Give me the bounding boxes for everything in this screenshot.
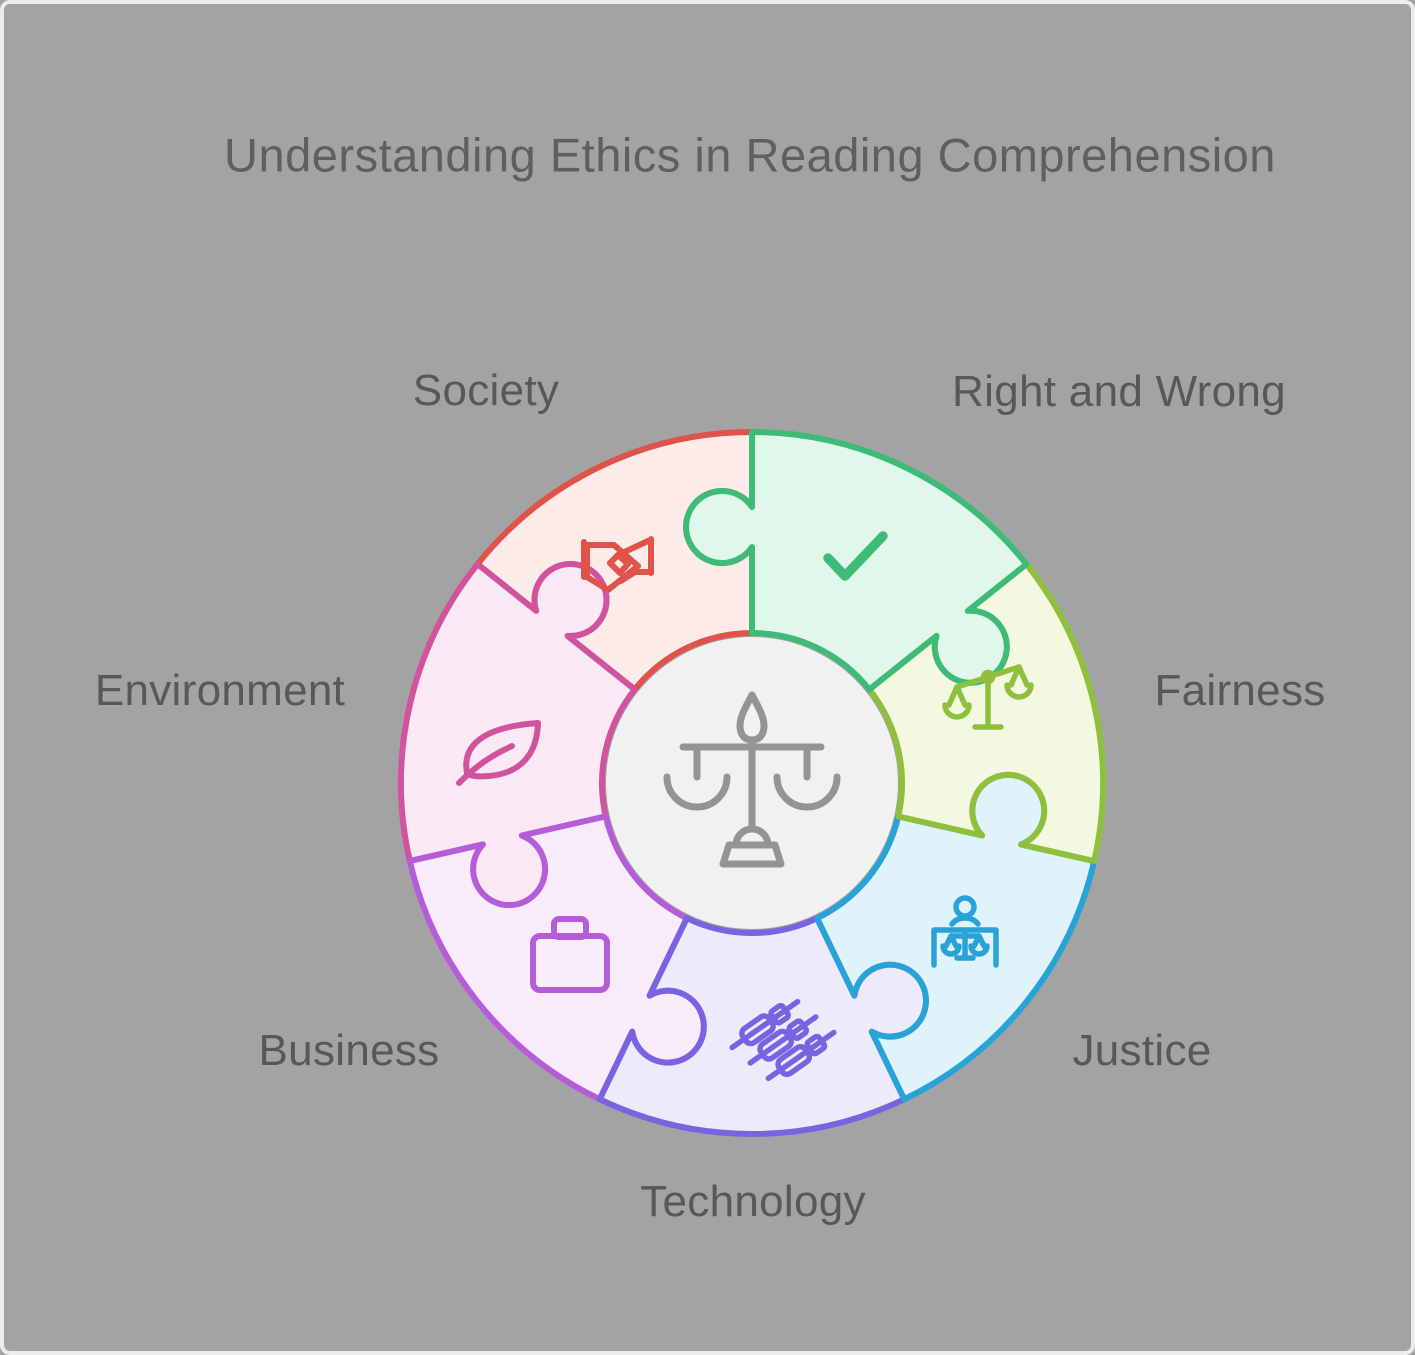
segment-label-right-and-wrong: Right and Wrong: [952, 367, 1286, 416]
segment-label-society: Society: [412, 366, 560, 415]
sliders-icon: [729, 998, 837, 1082]
briefcase-icon: [530, 916, 610, 993]
segment-label-fairness: Fairness: [1154, 666, 1326, 715]
segment-label-justice: Justice: [1072, 1026, 1212, 1075]
segment-label-environment: Environment: [94, 666, 346, 715]
judge-icon: [931, 895, 999, 968]
tilted-scales-icon: [942, 664, 1034, 730]
checkmark-icon: [823, 531, 888, 581]
segment-label-technology: Technology: [640, 1177, 866, 1226]
diagram-title: Understanding Ethics in Reading Comprehe…: [224, 128, 1276, 182]
segment-label-business: Business: [258, 1026, 440, 1075]
handshake-icon: [581, 536, 654, 593]
leaf-icon: [456, 720, 541, 786]
balance-scale-icon: [663, 691, 841, 868]
